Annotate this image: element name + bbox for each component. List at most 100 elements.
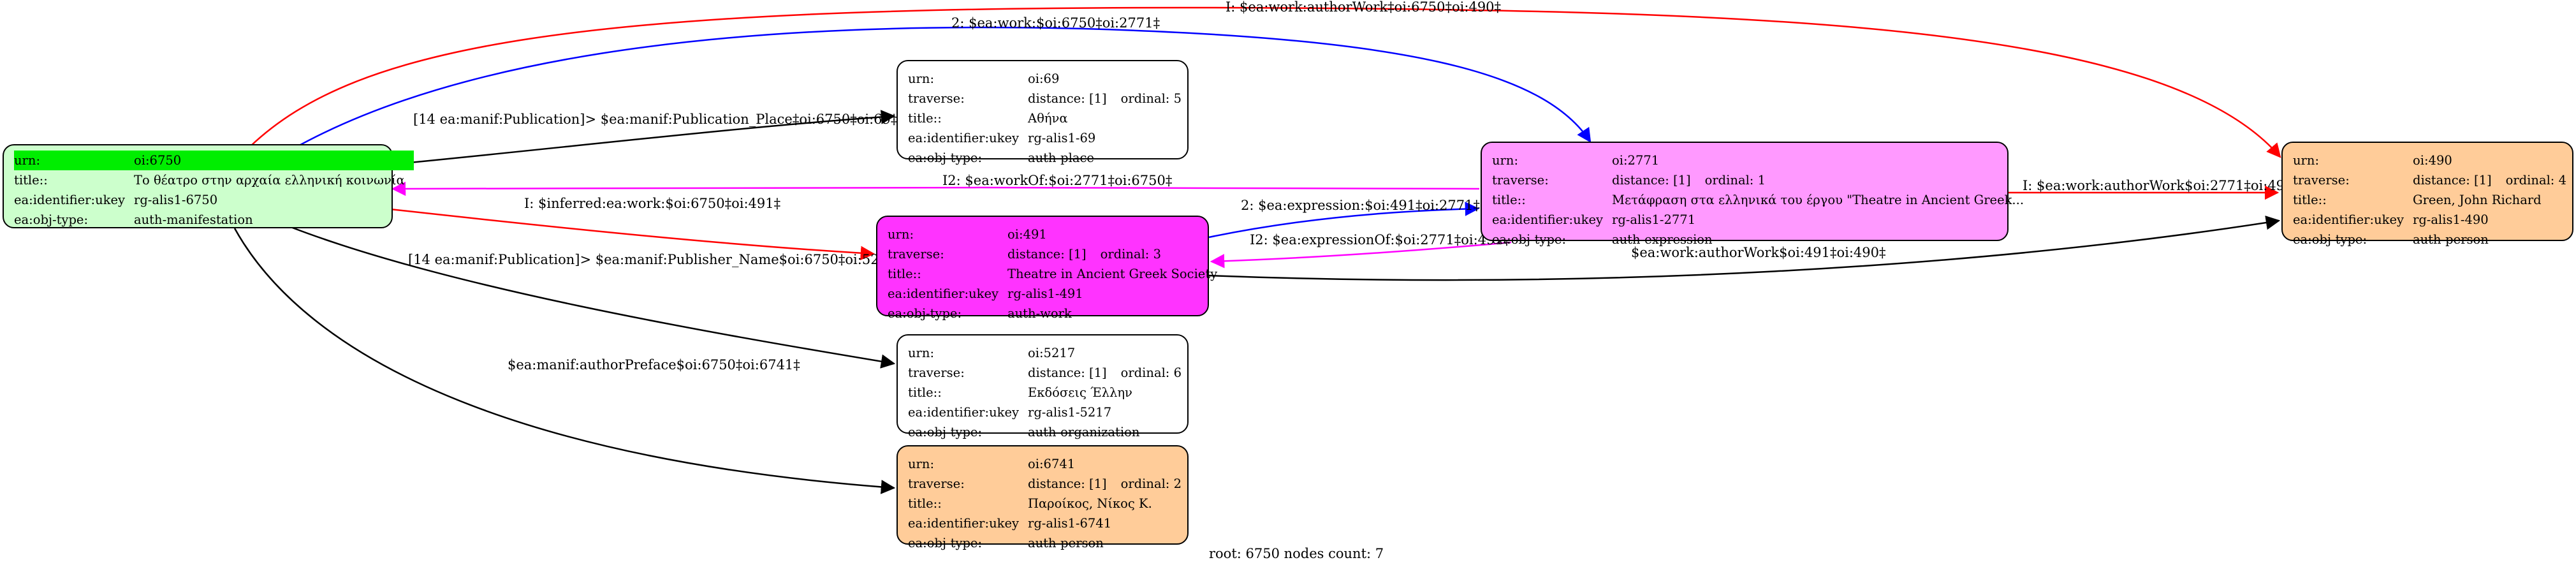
value-ukey: rg-alis1-69	[1028, 131, 1096, 145]
key-urn: urn:	[908, 346, 935, 360]
edge-pub-name-6750-5217	[290, 226, 896, 369]
edge-label-pub-place: [14 ea:manif:Publication]> $ea:manif:Pub…	[413, 112, 914, 127]
value-ordinal: ordinal: 5	[1120, 91, 1182, 106]
key-urn: urn:	[14, 151, 134, 170]
value-urn: oi:6741	[1028, 457, 1076, 471]
value-urn: oi:490	[2413, 153, 2452, 168]
value-ordinal: ordinal: 6	[1120, 365, 1182, 380]
key-title: title::	[908, 111, 942, 126]
key-ukey: ea:identifier:ukey	[14, 193, 125, 207]
value-objtype: auth-place	[1028, 151, 1094, 165]
value-ordinal: ordinal: 4	[2505, 173, 2566, 188]
edge-label-author-preface: $ea:manif:authorPreface$oi:6750‡oi:6741‡	[508, 357, 800, 372]
key-traverse: traverse:	[2293, 173, 2350, 188]
value-title: Μετάφραση στα ελληνικά του έργου "Theatr…	[1612, 193, 2024, 207]
key-objtype: ea:obj-type:	[908, 425, 983, 439]
value-distance: distance: [1]	[1028, 476, 1107, 491]
key-objtype: ea:obj-type:	[2293, 232, 2367, 247]
node-2771-table: urn: oi:2771 traverse: distance: [1] ordina…	[1492, 151, 2033, 249]
value-distance: distance: [1]	[1007, 247, 1087, 261]
edge-label-authorwork-491-490: $ea:work:authorWork$oi:491‡oi:490‡	[1631, 245, 1886, 260]
key-ukey: ea:identifier:ukey	[888, 286, 999, 301]
value-objtype: auth-organization	[1028, 425, 1140, 439]
node-490-table: urn:oi:490 traverse:distance: [1]ordinal…	[2293, 151, 2575, 249]
key-title: title::	[2293, 193, 2327, 207]
key-urn: urn:	[1492, 153, 1519, 168]
value-objtype: auth-expression	[1612, 232, 1713, 247]
edge-label-expression-491-2771: 2: $ea:expression:$oi:491‡oi:2771‡	[1241, 198, 1480, 213]
edge-authorwork-6750-490	[249, 6, 2281, 158]
value-title: Αθήνα	[1028, 111, 1068, 126]
key-title: title::	[908, 496, 942, 511]
edge-label-authorwork-6750-490: I: $ea:work:authorWork‡oi:6750‡oi:490‡	[1226, 0, 1501, 15]
value-title: Theatre in Ancient Greek Society	[1007, 267, 1218, 281]
node-6750[interactable]: urn:oi:6750 title::Το θέατρο στην αρχαία…	[3, 144, 414, 228]
value-objtype: auth-person	[1028, 536, 1104, 550]
edge-label-expressionof-2771-491: I2: $ea:expressionOf:$oi:2771‡oi:491‡	[1250, 232, 1510, 247]
value-urn: oi:5217	[1028, 346, 1076, 360]
key-traverse: traverse:	[1492, 173, 1549, 188]
edge-work-6750-2771	[294, 26, 1592, 149]
value-distance: distance: [1]	[1028, 91, 1107, 106]
edge-label-authorwork-2771-490: I: $ea:work:authorWork$oi:2771‡oi:490‡	[2023, 178, 2300, 193]
node-6741[interactable]: urn:oi:6741 traverse:distance: [1]ordina…	[896, 445, 1189, 550]
value-urn: oi:2771	[1612, 153, 1660, 168]
edge-label-inferred-work: I: $inferred:ea:work:$oi:6750‡oi:491‡	[524, 196, 780, 211]
node-2771[interactable]: urn: oi:2771 traverse: distance: [1] ordina…	[1481, 142, 2024, 247]
value-ukey: rg-alis1-490	[2413, 212, 2489, 227]
node-491[interactable]: urn: oi:491 traverse: distance: [1] ordinal…	[876, 216, 1217, 321]
value-ordinal: ordinal: 2	[1120, 476, 1182, 491]
node-491-table: urn: oi:491 traverse: distance: [1] ordinal…	[888, 225, 1226, 323]
key-urn: urn:	[908, 71, 935, 86]
key-ukey: ea:identifier:ukey	[1492, 212, 1603, 227]
edge-pub-place-6750-69	[390, 110, 896, 166]
key-ukey: ea:identifier:ukey	[908, 405, 1019, 420]
node-69[interactable]: urn:oi:69 traverse:distance: [1]ordinal:…	[896, 60, 1189, 165]
key-title: title::	[888, 267, 921, 281]
key-objtype: ea:obj-type:	[14, 212, 89, 227]
edge-author-preface-6750-6741	[233, 228, 896, 494]
value-ordinal: ordinal: 3	[1100, 247, 1161, 261]
edge-label-workof-2771-6750: I2: $ea:workOf:$oi:2771‡oi:6750‡	[942, 173, 1172, 188]
node-6750-table: urn:oi:6750 title::Το θέατρο στην αρχαία…	[14, 151, 414, 230]
value-objtype: auth-work	[1007, 306, 1072, 321]
value-distance: distance: [1]	[1612, 173, 1691, 188]
edge-label-work-6750-2771: 2: $ea:work:$oi:6750‡oi:2771‡	[951, 15, 1160, 31]
key-traverse: traverse:	[908, 365, 965, 380]
value-ordinal: ordinal: 1	[1704, 173, 1766, 188]
key-ukey: ea:identifier:ukey	[908, 131, 1019, 145]
key-title: title::	[14, 173, 48, 188]
value-ukey: rg-alis1-2771	[1612, 212, 1696, 227]
edge-expressionof-2771-491	[1210, 241, 1512, 269]
value-urn: oi:491	[1007, 227, 1047, 242]
value-urn: oi:6750	[134, 151, 414, 170]
edge-workof-2771-6750	[391, 181, 1480, 196]
edge-inferred-work-6750-491	[390, 208, 875, 261]
value-title: Εκδόσεις Έλλην	[1028, 385, 1132, 400]
key-urn: urn:	[888, 227, 914, 242]
value-objtype: auth-person	[2413, 232, 2489, 247]
key-traverse: traverse:	[908, 91, 965, 106]
value-ukey: rg-alis1-6741	[1028, 516, 1112, 531]
key-title: title::	[908, 385, 942, 400]
edge-label-pub-name: [14 ea:manif:Publication]> $ea:manif:Pub…	[408, 252, 920, 267]
value-ukey: rg-alis1-5217	[1028, 405, 1112, 420]
node-6741-table: urn:oi:6741 traverse:distance: [1]ordina…	[908, 454, 1190, 553]
key-traverse: traverse:	[888, 247, 944, 261]
node-69-table: urn:oi:69 traverse:distance: [1]ordinal:…	[908, 69, 1190, 168]
value-title: Παροίκος, Νίκος Κ.	[1028, 496, 1152, 511]
key-objtype: ea:obj-type:	[908, 536, 983, 550]
node-5217-table: urn:oi:5217 traverse:distance: [1]ordina…	[908, 343, 1190, 442]
value-ukey: rg-alis1-491	[1007, 286, 1083, 301]
key-urn: urn:	[908, 457, 935, 471]
key-objtype: ea:obj-type:	[908, 151, 983, 165]
edge-expression-491-2771	[1208, 202, 1480, 239]
node-490[interactable]: urn:oi:490 traverse:distance: [1]ordinal…	[2281, 142, 2573, 247]
key-objtype: ea:obj-type:	[888, 306, 962, 321]
graph-footer: root: 6750 nodes count: 7	[1209, 546, 1384, 561]
key-urn: urn:	[2293, 153, 2320, 168]
node-5217[interactable]: urn:oi:5217 traverse:distance: [1]ordina…	[896, 334, 1189, 439]
value-title: Το θέατρο στην αρχαία ελληνική κοινωνία	[134, 173, 405, 188]
